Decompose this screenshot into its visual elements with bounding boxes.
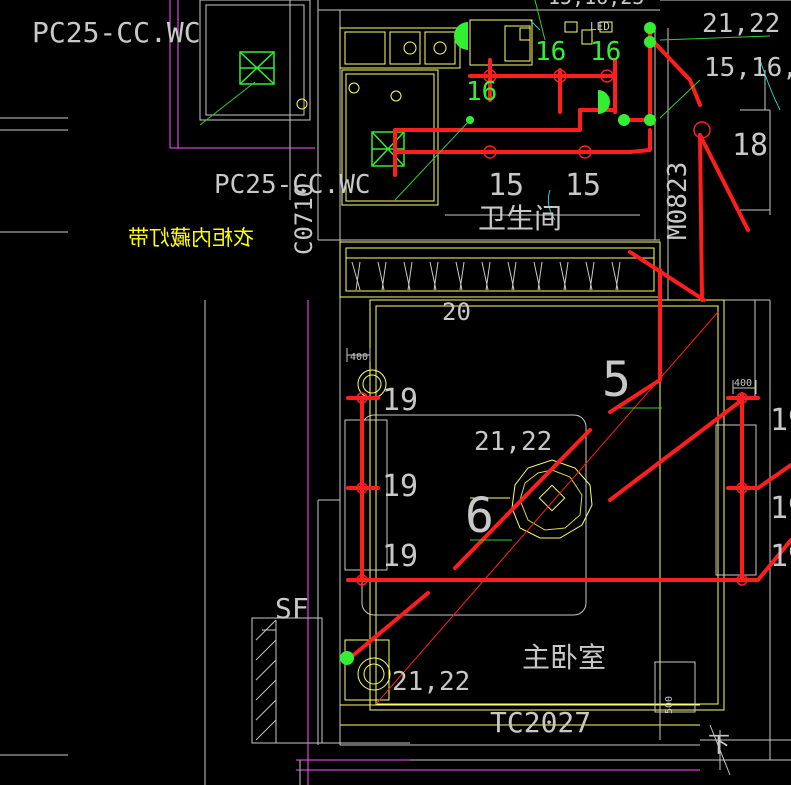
- ceiling-light-icon: [470, 459, 593, 539]
- dim-400-right: 400: [734, 378, 752, 389]
- wiring: [346, 28, 791, 660]
- circuit-top-partial: 15,16,23: [548, 0, 644, 9]
- dim-500: 500: [664, 696, 675, 714]
- pc25-label-top: PC25-CC.WC: [32, 16, 201, 49]
- leader-lines: [199, 0, 771, 541]
- wardrobe-strip-label: 衣柜内藏灯带: [128, 226, 254, 250]
- pc25-label-mid: PC25-CC.WC: [214, 170, 371, 200]
- vertical-c0710: C0710: [290, 183, 318, 255]
- circuit-19c: 19: [382, 539, 418, 574]
- circuit-16a: 16: [466, 77, 497, 107]
- circuit-5: 5: [602, 352, 631, 408]
- circuit-15b: 15: [565, 168, 601, 203]
- circuit-151617: 15,16,17: [704, 53, 791, 83]
- circuit-6: 6: [465, 488, 494, 544]
- circuit-16c: 16: [590, 37, 621, 67]
- door-lines: [169, 0, 700, 785]
- circuit-15a: 15: [488, 168, 524, 203]
- bedroom-name: 主卧室: [522, 641, 606, 674]
- circuit-16b: 16: [535, 37, 566, 67]
- circuit-2122-bottom: 21,22: [392, 667, 470, 697]
- circuit-19-r2: 19: [770, 491, 791, 526]
- bath-room-name: 卫生间: [478, 202, 562, 235]
- dim-400-left: 400: [350, 352, 368, 363]
- circuit-2122-center: 21,22: [474, 427, 552, 457]
- circuit-19-r1: 19: [770, 403, 791, 438]
- window-tag: TC2027: [490, 706, 591, 739]
- vertical-m0823: M0823: [663, 162, 693, 240]
- text-labels: PC25-CC.WC PC25-CC.WC 卫生间 主卧室 TC2027 SF …: [32, 0, 791, 758]
- circuit-2122-top: 21,22: [702, 9, 780, 39]
- circuit-19-r3: 19: [770, 539, 791, 574]
- switch-device-icons: [340, 22, 656, 665]
- wardrobe-hangers: [351, 261, 621, 291]
- led-label: LED: [590, 20, 610, 33]
- circuit-19a: 19: [382, 383, 418, 418]
- circuit-19b: 19: [382, 469, 418, 504]
- downlight-icons: [296, 82, 402, 691]
- junction-icons: [356, 69, 748, 586]
- circuit-18: 18: [732, 128, 768, 163]
- small-fixtures: [519, 21, 613, 45]
- wall-hatching: [255, 619, 277, 743]
- dimension-marks: [346, 348, 757, 740]
- sf-label: SF: [275, 592, 309, 625]
- light-strip-line: [375, 311, 719, 705]
- exhaust-fan-icons: [239, 51, 405, 167]
- cyan-details: [529, 19, 781, 221]
- door-tag: 下: [708, 733, 730, 758]
- circuit-20: 20: [442, 298, 471, 326]
